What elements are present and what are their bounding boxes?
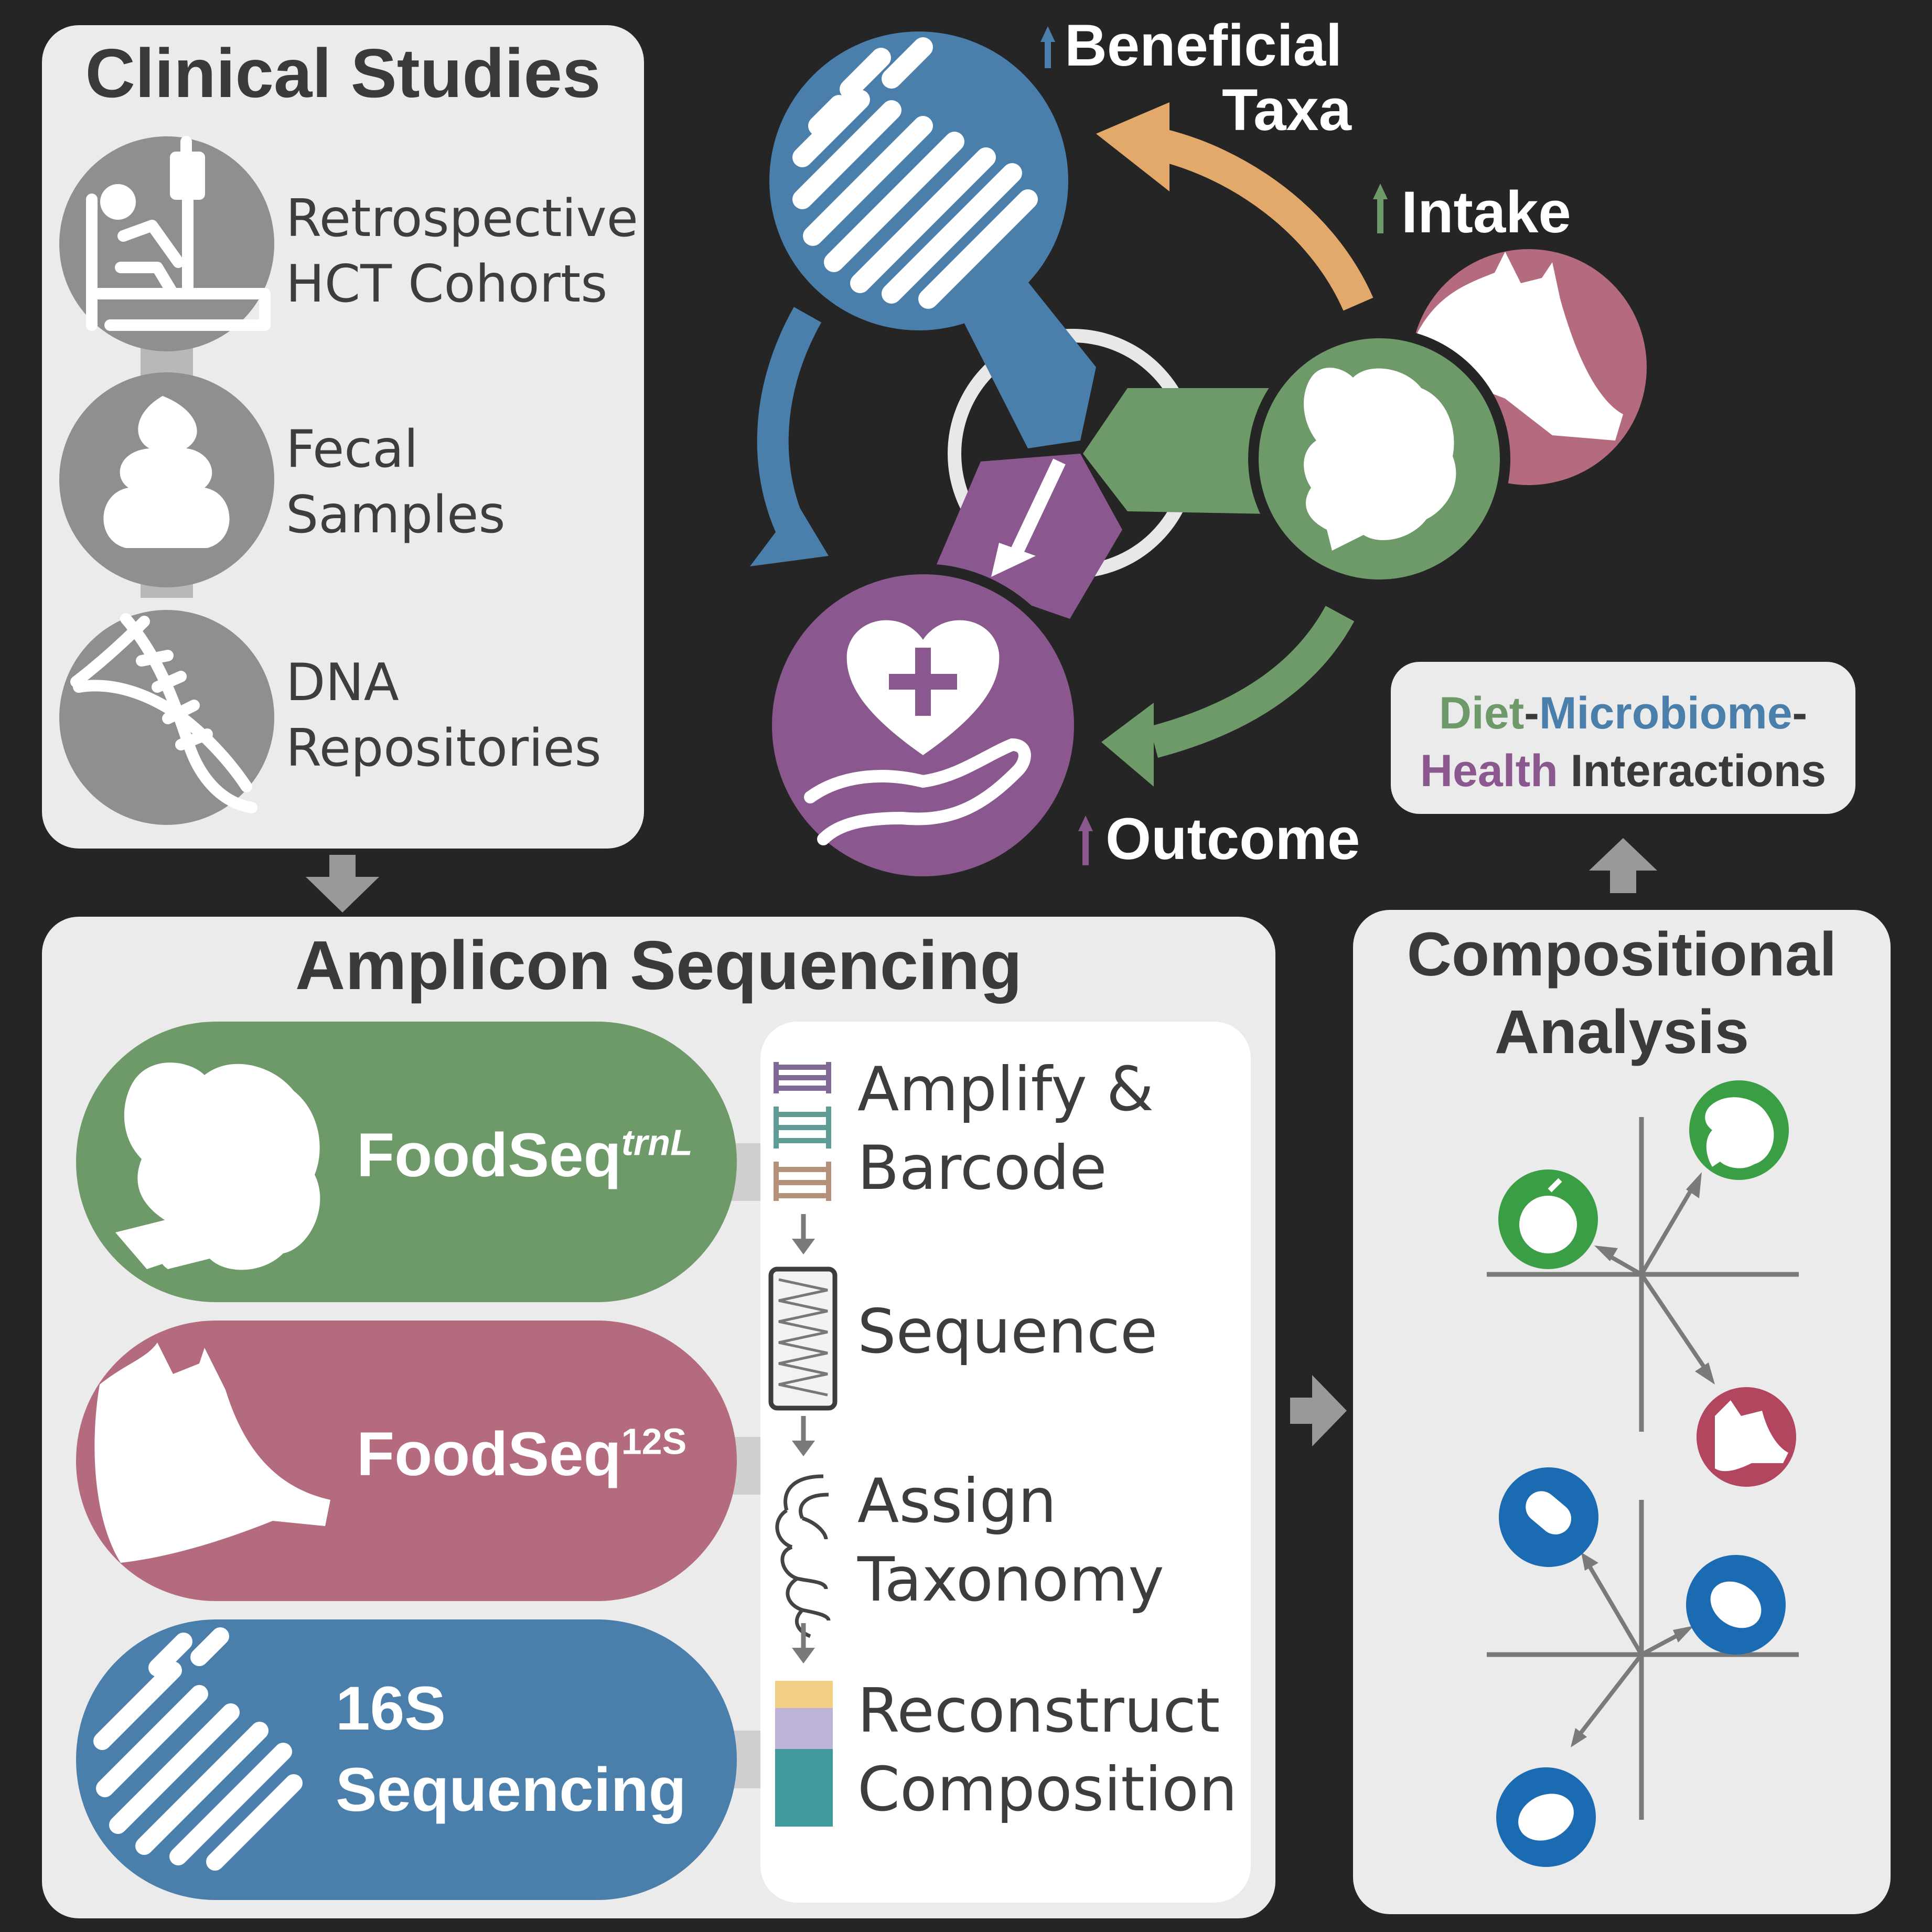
coccus-dot-icon (1686, 1555, 1786, 1655)
step-amplify-line1: Amplify & (857, 1054, 1154, 1125)
clinical-item-1-line1: Retrospective (286, 189, 638, 249)
interactions-box (1391, 662, 1855, 814)
sequencer-flowcell-icon (768, 1266, 838, 1411)
bacillus-dot-icon (1499, 1467, 1598, 1567)
step-down-arrow-3 (792, 1623, 815, 1663)
broccoli-icon (115, 1062, 320, 1270)
compositional-panel (1353, 910, 1891, 1914)
diet-biplot (1487, 1080, 1799, 1487)
composition-bar-icon (775, 1681, 833, 1827)
trnl-sup: trnL (621, 1122, 693, 1163)
flagellated-bacterium-dot-icon (1496, 1767, 1596, 1867)
microbiome-word: Microbiome (1539, 688, 1793, 738)
step-reconstruct-line1: Reconstruct (857, 1676, 1220, 1746)
apple-dot-icon (1498, 1169, 1598, 1269)
dna-icon (59, 610, 274, 825)
compositional-title-line1: Compositional (1407, 920, 1837, 989)
clinical-item-1-line2: HCT Cohorts (286, 254, 608, 314)
12s-sup: 12S (621, 1421, 687, 1462)
steps-panel (760, 1022, 1251, 1903)
step-amplify-line2: Barcode (857, 1133, 1107, 1204)
pig-dot-icon (1697, 1387, 1796, 1487)
16s-label-line2: Sequencing (336, 1755, 686, 1824)
microbiome-biplot (1487, 1467, 1799, 1867)
broccoli-circle-icon (1248, 328, 1510, 590)
health-word: Health (1420, 746, 1558, 796)
12s-name: FoodSeq (357, 1420, 621, 1489)
clinical-item-2-line1: Fecal (286, 420, 418, 479)
step-down-arrow-1 (792, 1214, 815, 1254)
step-sequence: Sequence (857, 1296, 1158, 1367)
16s-label-line1: 16S (336, 1674, 446, 1743)
step-assign-line2: Taxonomy (857, 1544, 1164, 1615)
intake-label: Intake (1401, 179, 1571, 245)
stool-icon (59, 372, 274, 587)
amplicon-title: Amplicon Sequencing (295, 927, 1023, 1004)
step-assign-line1: Assign (857, 1466, 1057, 1537)
hospital-bed-icon (59, 136, 274, 351)
clinical-item-3-line2: Repositories (286, 718, 602, 778)
dash-1: - (1524, 688, 1539, 738)
trnl-method-label: FoodSeqtrnL (357, 1120, 693, 1191)
beneficial-label-line1: Beneficial (1065, 13, 1343, 78)
phylogeny-tree-icon (775, 1474, 831, 1638)
compositional-title-line2: Analysis (1494, 997, 1749, 1067)
diet-word: Diet (1439, 688, 1525, 738)
step-reconstruct-line2: Composition (857, 1754, 1238, 1825)
bacteria-circle-icon (769, 31, 1068, 330)
beneficial-label-line2: Taxa (1222, 77, 1351, 143)
clinical-item-3-line1: DNA (286, 653, 399, 713)
interactions-label: Diet-Microbiome- Health Interactions (1391, 684, 1855, 800)
barcode-ladder-icon (774, 1062, 831, 1201)
trnl-name: FoodSeq (357, 1121, 621, 1190)
12s-method-label: FoodSeq12S (357, 1419, 686, 1490)
pig-icon (94, 1343, 331, 1563)
up-arrow-icon (1589, 838, 1657, 893)
broccoli-dot-icon (1689, 1080, 1789, 1180)
clinical-studies-title: Clinical Studies (85, 35, 601, 112)
bacteria-icon (93, 1627, 303, 1871)
down-arrow-icon (306, 855, 379, 913)
clinical-item-2-line2: Samples (286, 485, 506, 545)
outcome-label: Outcome (1105, 806, 1360, 872)
health-heart-hand-icon (761, 564, 1085, 887)
step-down-arrow-2 (792, 1416, 815, 1456)
dash-2: - (1792, 688, 1808, 738)
interactions-word: Interactions (1558, 746, 1827, 796)
right-arrow-icon (1290, 1375, 1347, 1446)
